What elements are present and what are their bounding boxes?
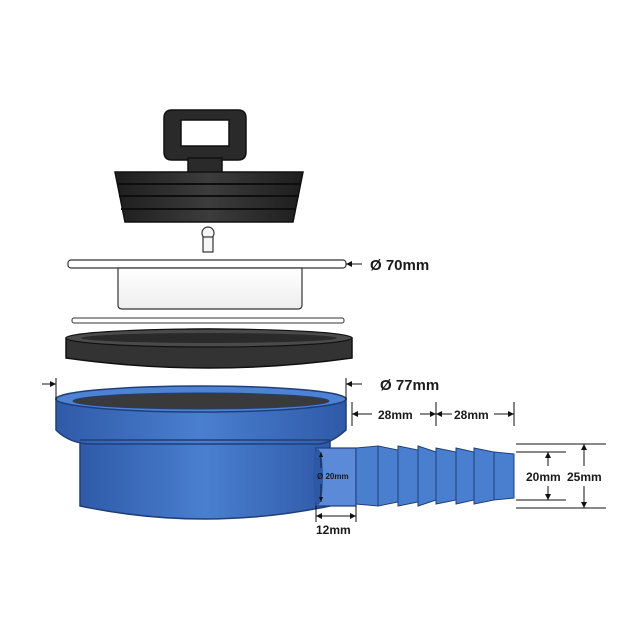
spigot-step-1 [355, 445, 379, 507]
base-dimension: Ø 77mm [42, 377, 439, 400]
thin-washer [71, 317, 345, 324]
dia-inner-arrow-top [545, 452, 551, 458]
outlet-port-face [313, 449, 323, 505]
dia-outer-arrow-bot [581, 502, 587, 508]
bore-arrow-top [319, 452, 323, 457]
lid-diameter-label: Ø 70mm [370, 257, 429, 274]
spigot-step-7 [473, 447, 495, 505]
spigot-inner-diameter-label: 20mm [526, 470, 561, 484]
white-lid [67, 259, 347, 310]
spigot-step-3 [397, 445, 419, 507]
base-rim-inner [72, 392, 330, 410]
spigot-step-2 [377, 445, 399, 507]
seal-ring [65, 328, 353, 369]
lid-flange [67, 259, 347, 269]
spigot-segment-1-label: 28mm [378, 408, 413, 422]
blue-base [55, 385, 357, 520]
spigot-segment-2-label: 28mm [454, 408, 489, 422]
spigot-step-4 [417, 445, 437, 507]
spigot-step-6 [455, 447, 475, 505]
spigot-outer-diameter-label: 25mm [567, 470, 602, 484]
stepped-spigot [355, 445, 515, 507]
seg-2-arrow-l [436, 411, 442, 417]
spigot-step-5 [435, 447, 457, 505]
lid-cup [117, 267, 303, 310]
spigot-segment-dimensions: 28mm 28mm [351, 402, 515, 426]
dia-inner-arrow-bot [545, 494, 551, 500]
outlet-bore-label: Ø 20mm [317, 472, 349, 481]
base-diameter-label: Ø 77mm [380, 377, 439, 394]
dia-outer-arrow-top [581, 444, 587, 450]
outlet-wall-label: 12mm [316, 523, 351, 537]
seg-1-arrow-r [430, 411, 436, 417]
seg-1-arrow-l [352, 411, 358, 417]
bore-arrow-bot [319, 497, 323, 502]
knob-stem [202, 236, 214, 253]
base-lower-body [79, 439, 331, 520]
outlet-dimensions: Ø 20mm 12mm [315, 452, 357, 537]
wall-arrow-r [350, 513, 356, 519]
seg-2-arrow-r [508, 411, 514, 417]
spigot-step-8 [493, 451, 515, 501]
wall-arrow-l [316, 513, 322, 519]
base-dim-right-arrow [346, 381, 352, 387]
seal-ring-hole [81, 333, 337, 343]
lid-dimension: Ø 70mm [346, 257, 429, 274]
lid-dim-arrow [346, 261, 352, 267]
rubber-stopper [114, 109, 304, 223]
lid-knob [201, 226, 215, 253]
spigot-diameter-dimensions: 20mm 25mm [516, 443, 606, 509]
base-dim-left-arrow [50, 381, 56, 387]
